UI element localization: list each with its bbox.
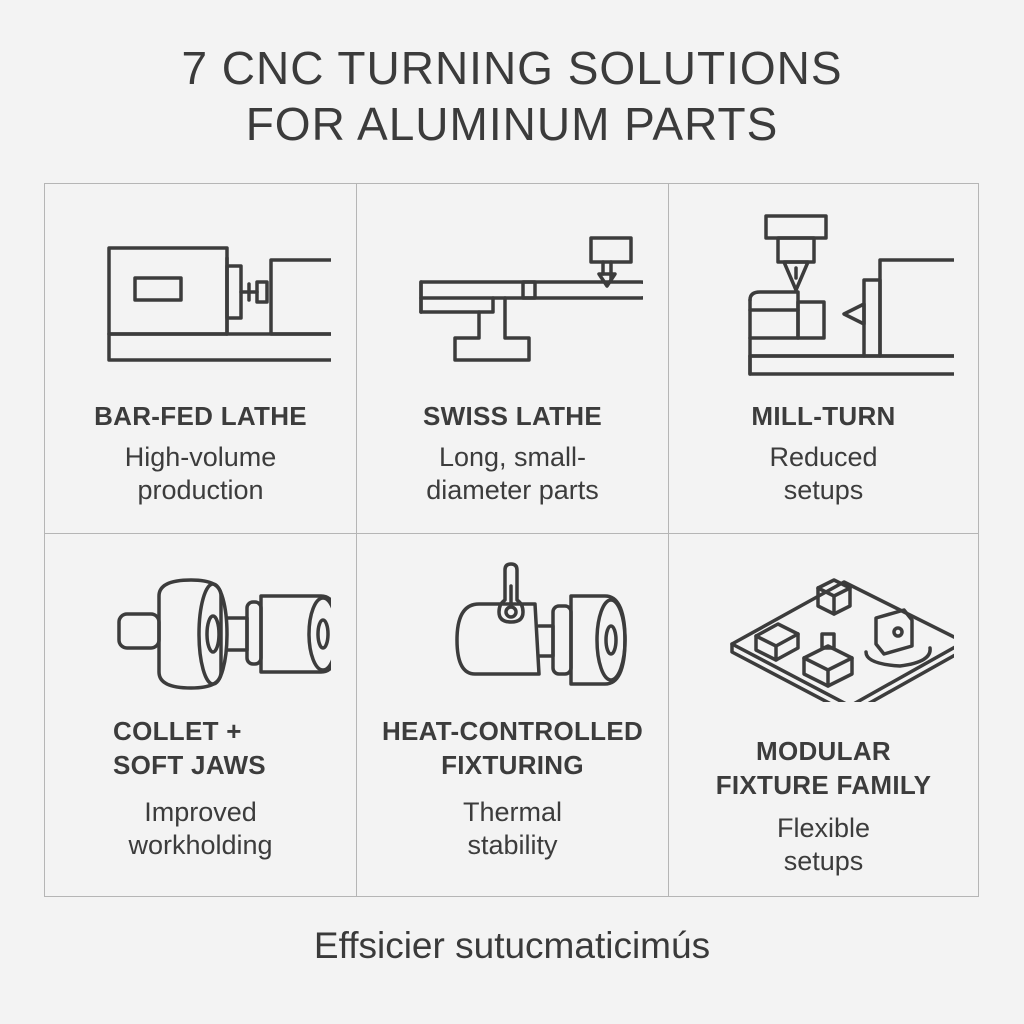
solutions-grid: BAR-FED LATHE High-volume production xyxy=(44,183,979,897)
cell-2-name-line-1: SWISS LATHE xyxy=(422,401,603,431)
cell-2-desc-line-2: diameter parts xyxy=(426,475,599,505)
cell-6-desc-line-2: setups xyxy=(783,846,864,876)
cell-1-desc-line-2: production xyxy=(137,475,264,505)
cell-4-name-line-2: SOFT JAWS xyxy=(113,750,266,780)
cell-4-desc-line-1: Improved xyxy=(144,797,257,827)
footer-caption: Effsicier sutucmaticimús xyxy=(313,925,711,966)
cell-6-name-line-2: FIXTURE FAMILY xyxy=(715,770,932,800)
cell-5-name-line-2: FIXTURING xyxy=(441,750,584,780)
cell-3-desc-line-1: Reduced xyxy=(769,442,878,472)
cell-6-desc-line-1: Flexible xyxy=(776,813,871,843)
cell-heat-controlled-fixturing: HEAT-CONTROLLED FIXTURING Thermal stabil… xyxy=(357,534,669,896)
cell-2-desc-line-1: Long, small- xyxy=(438,442,587,472)
cell-5-desc-line-2: stability xyxy=(467,830,558,860)
cell-3-desc-line-2: setups xyxy=(783,475,864,505)
heat-controlled-fixturing-icon xyxy=(357,556,668,696)
title-line-2: FOR ALUMINUM PARTS xyxy=(245,98,779,150)
cell-5-name-line-1: HEAT-CONTROLLED xyxy=(381,716,644,746)
page-title: 7 CNC TURNING SOLUTIONS FOR ALUMINUM PAR… xyxy=(0,40,1024,152)
cell-4-desc-line-2: workholding xyxy=(128,830,273,860)
mill-turn-icon xyxy=(669,210,978,380)
cell-mill-turn: MILL-TURN Reduced setups xyxy=(669,184,978,534)
cell-1-desc-line-1: High-volume xyxy=(124,442,277,472)
cell-collet-soft-jaws: COLLET + SOFT JAWS Improved workholding xyxy=(45,534,357,896)
cell-5-desc-line-1: Thermal xyxy=(462,797,563,827)
cell-swiss-lathe: SWISS LATHE Long, small- diameter parts xyxy=(357,184,669,534)
cell-1-name-line-1: BAR-FED LATHE xyxy=(94,401,307,431)
cell-bar-fed-lathe: BAR-FED LATHE High-volume production xyxy=(45,184,357,534)
cell-6-name-line-1: MODULAR xyxy=(756,736,891,766)
collet-soft-jaws-icon xyxy=(45,574,356,694)
cell-modular-fixture-family: MODULAR FIXTURE FAMILY Flexible setups xyxy=(669,534,978,896)
swiss-lathe-icon xyxy=(357,232,668,372)
cell-4-name-line-1: COLLET + xyxy=(113,716,242,746)
cell-3-name-line-1: MILL-TURN xyxy=(751,401,896,431)
title-line-1: 7 CNC TURNING SOLUTIONS xyxy=(181,42,843,94)
modular-fixture-family-icon xyxy=(669,562,978,702)
bar-fed-lathe-icon xyxy=(45,226,356,366)
